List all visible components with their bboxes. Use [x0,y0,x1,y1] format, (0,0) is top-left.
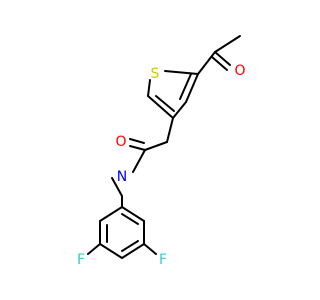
bond-amide-carbon-oxygen-double [129,138,145,144]
sulfur-atom-label: S [151,66,160,82]
bond-benzene-fluorine-left [87,243,101,255]
bond-amide-carbon-nitrogen [132,149,146,173]
amide-nitrogen-label: N [117,169,127,185]
bond-sulfur-ring-c2 [147,79,151,97]
bond-ring-c4-c5-double [179,73,192,100]
bond-benzene-1-2 [99,206,123,222]
bonds [87,35,241,259]
bond-benzene-4-5 [121,243,145,259]
amide-oxygen-label: O [115,134,126,150]
bond-ring-c4-c5 [185,73,199,103]
structure-canvas: S O O N F F [77,35,246,268]
bond-ring-c5-sulfur [164,70,199,75]
ketone-oxygen-label: O [234,63,245,79]
bond-methyl-carbonyl [214,35,241,53]
bond-benzene-6-1-double [121,213,139,225]
bond-carbonyl-ketone-oxygen [214,51,231,66]
bond-benzene-fluorine-right [143,243,157,255]
bond-amide-carbon-oxygen [129,145,146,151]
bond-benzene-4-5-double [121,240,139,252]
fluorine-right-label: F [159,252,167,268]
bond-ring-c2-c3-double [155,95,175,112]
molecule-diagram: S O O N F F [77,35,246,268]
bond-ring-methylene [166,117,174,143]
atom-labels: S O O N F F [77,63,246,268]
fluorine-left-label: F [77,252,85,268]
bond-carbonyl-ketone-oxygen-double [211,56,228,71]
bond-benzene-3-4 [99,243,123,259]
bond-benzene-6-1 [121,206,145,222]
bond-methylene-amide-carbon [144,141,168,151]
bond-nitrogen-benzyl-carbon [111,177,123,197]
bond-ring-c2-c3 [147,95,174,119]
bond-ring-c3-c4 [172,101,187,119]
bond-carbonyl-ring [197,51,216,75]
